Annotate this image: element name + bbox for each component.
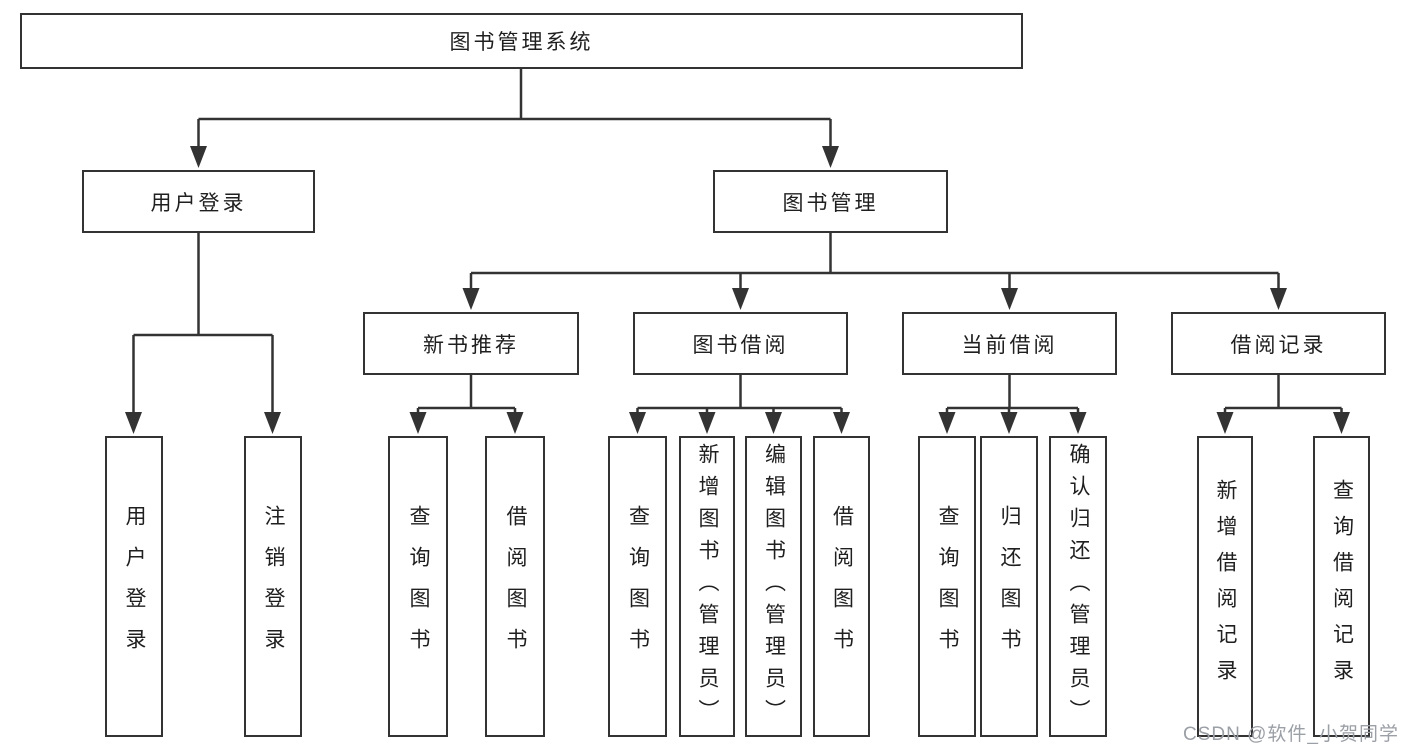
leaf-recommend-query-books: 查询图书: [388, 436, 448, 737]
leaf-user-login: 用户登录: [105, 436, 163, 737]
leaf-recommend-borrow-books: 借阅图书: [485, 436, 545, 737]
leaf-logout: 注销登录: [244, 436, 302, 737]
node-book-management: 图书管理: [713, 170, 948, 233]
leaf-borrow-books: 借阅图书: [813, 436, 870, 737]
leaf-borrow-query-books: 查询图书: [608, 436, 667, 737]
leaf-add-books-admin: 新增图书（管理员）: [679, 436, 735, 737]
csdn-watermark: CSDN @软件_小贺同学: [1183, 724, 1399, 745]
node-root: 图书管理系统: [20, 13, 1023, 69]
leaf-edit-books-admin: 编辑图书（管理员）: [745, 436, 802, 737]
node-book-borrow: 图书借阅: [633, 312, 848, 375]
leaf-add-borrow-record: 新增借阅记录: [1197, 436, 1253, 737]
leaf-confirm-return-admin: 确认归还（管理员）: [1049, 436, 1107, 737]
leaf-current-query-books: 查询图书: [918, 436, 976, 737]
node-borrow-records: 借阅记录: [1171, 312, 1386, 375]
node-new-book-recommend: 新书推荐: [363, 312, 579, 375]
leaf-return-books: 归还图书: [980, 436, 1038, 737]
node-current-borrow: 当前借阅: [902, 312, 1117, 375]
node-user-login: 用户登录: [82, 170, 315, 233]
leaf-query-borrow-record: 查询借阅记录: [1313, 436, 1370, 737]
